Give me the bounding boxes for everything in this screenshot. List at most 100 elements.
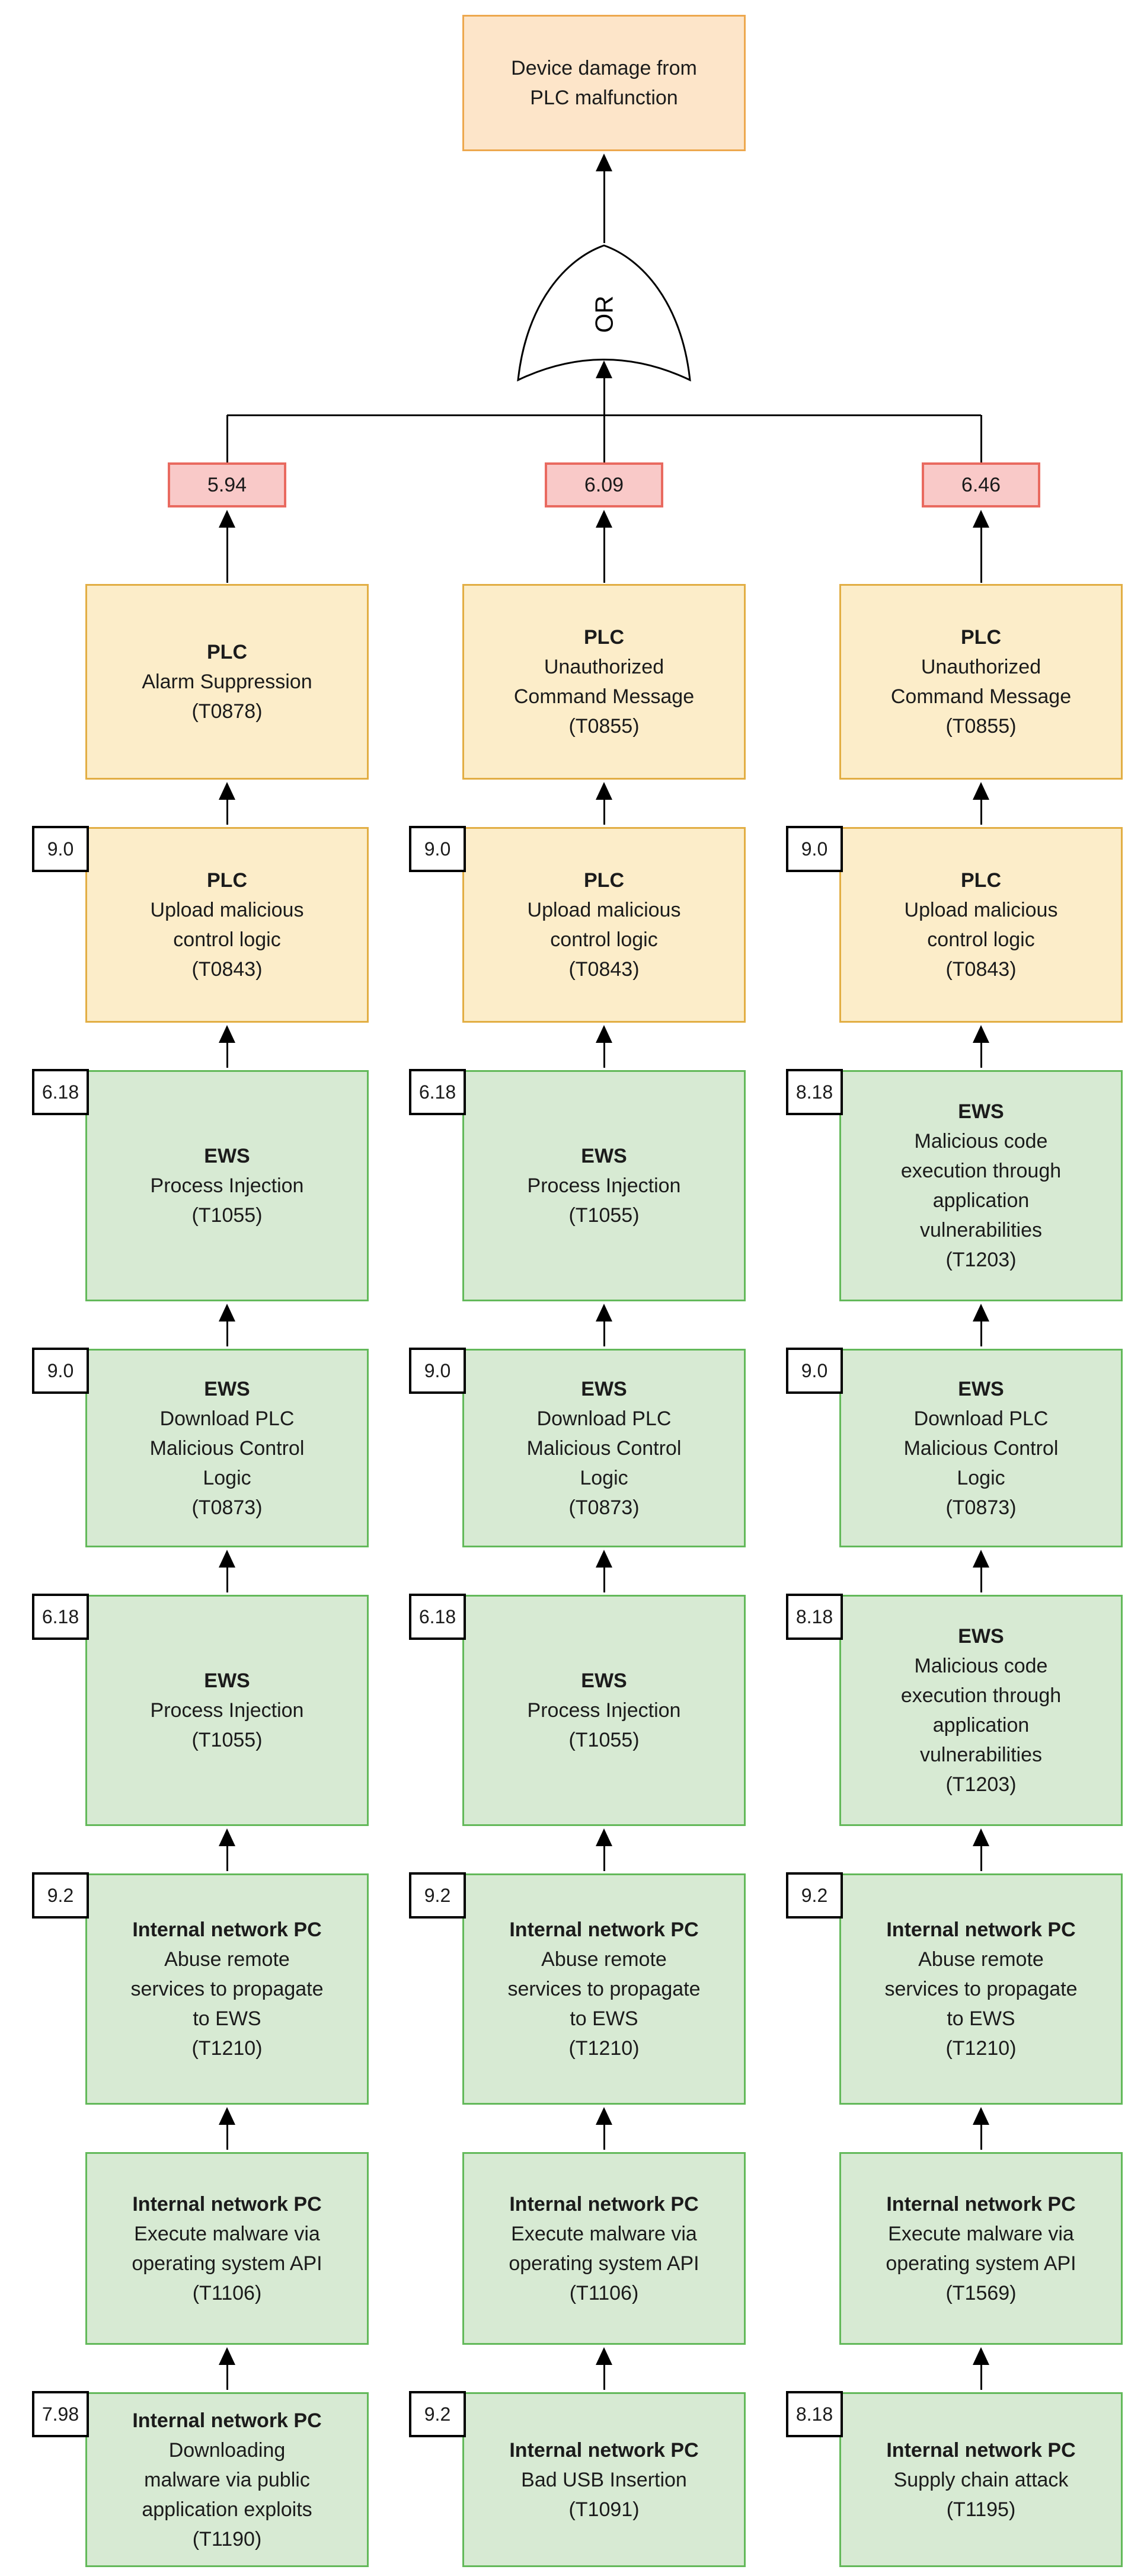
- node-asset-label: PLC: [584, 869, 624, 892]
- node-asset-label: Internal network PC: [886, 2192, 1076, 2216]
- arrow-up: [972, 2107, 990, 2150]
- node-technique-label: Download PLC Malicious Control Logic: [526, 1407, 682, 1489]
- node-technique-label: Abuse remote services to propagate to EW…: [507, 1948, 701, 2030]
- branch-connector-line: [227, 414, 981, 416]
- node-pc-abuse-remote-services: Internal network PC Abuse remote service…: [85, 1873, 369, 2105]
- node-code-label: (T1055): [568, 1729, 640, 1751]
- node-technique-label: Malicious code execution through applica…: [900, 1130, 1062, 1241]
- arrow-shaft: [226, 1568, 228, 1592]
- arrow-shaft: [226, 2365, 228, 2390]
- severity-badge-branch-3: 6.46: [922, 462, 1040, 507]
- arrow-up: [218, 1550, 236, 1592]
- node-technique-label: Unauthorized Command Message: [513, 656, 695, 708]
- arrowhead-icon: [596, 2107, 612, 2125]
- node-technique-label: Execute malware via operating system API: [132, 2222, 322, 2275]
- arrow-gate-to-root: [595, 154, 613, 243]
- arrowhead-icon: [596, 2347, 612, 2365]
- node-asset-label: PLC: [961, 626, 1001, 649]
- arrow-shaft: [980, 1846, 982, 1871]
- arrowhead-icon: [219, 782, 235, 800]
- node-asset-label: EWS: [581, 1145, 627, 1167]
- node-plc-upload-malicious-logic: PLC Upload malicious control logic (T084…: [462, 827, 746, 1023]
- node-technique-label: Bad USB Insertion: [521, 2468, 687, 2491]
- node-code-label: (T1569): [945, 2281, 1017, 2304]
- node-pc-abuse-remote-services: Internal network PC Abuse remote service…: [462, 1873, 746, 2105]
- arrowhead-icon: [596, 510, 612, 528]
- arrowhead-icon: [596, 360, 612, 378]
- node-code-label: (T1106): [569, 2281, 639, 2304]
- score-tag: 9.2: [409, 1872, 466, 1919]
- arrowhead-icon: [973, 1550, 989, 1568]
- node-code-label: (T0878): [191, 700, 263, 723]
- arrowhead-icon: [973, 782, 989, 800]
- node-code-label: (T0873): [568, 1496, 640, 1519]
- score-tag: 6.18: [409, 1069, 466, 1115]
- arrowhead-icon: [219, 2107, 235, 2125]
- arrowhead-icon: [973, 510, 989, 528]
- node-technique-label: Abuse remote services to propagate to EW…: [130, 1948, 324, 2030]
- arrow-shaft: [980, 2365, 982, 2390]
- node-asset-label: EWS: [958, 1625, 1004, 1648]
- score-tag: 9.0: [32, 1348, 89, 1394]
- node-plc-upload-malicious-logic: PLC Upload malicious control logic (T084…: [839, 827, 1123, 1023]
- node-code-label: (T0855): [568, 715, 640, 738]
- arrow-shaft: [603, 2125, 605, 2150]
- node-code-label: (T1106): [192, 2281, 262, 2304]
- node-technique-label: Process Injection: [150, 1699, 304, 1722]
- node-ews-malicious-code-execution: EWS Malicious code execution through app…: [839, 1595, 1123, 1826]
- node-pc-abuse-remote-services: Internal network PC Abuse remote service…: [839, 1873, 1123, 2105]
- arrow-shaft: [226, 1043, 228, 1068]
- node-asset-label: EWS: [958, 1377, 1004, 1400]
- node-technique-label: Process Injection: [527, 1174, 681, 1197]
- arrowhead-icon: [973, 1025, 989, 1043]
- branch-stub-left: [226, 415, 228, 462]
- arrow-into-gate: [595, 360, 613, 462]
- node-asset-label: EWS: [581, 1377, 627, 1400]
- node-technique-label: Download PLC Malicious Control Logic: [903, 1407, 1059, 1489]
- score-tag: 8.18: [786, 1594, 843, 1640]
- node-pc-execute-malware-api: Internal network PC Execute malware via …: [85, 2152, 369, 2345]
- node-plc-unauthorized-command: PLC Unauthorized Command Message (T0855): [462, 584, 746, 780]
- arrow-up: [972, 782, 990, 825]
- node-technique-label: Supply chain attack: [893, 2468, 1069, 2491]
- severity-badge-branch-2: 6.09: [545, 462, 663, 507]
- arrow-up: [972, 1025, 990, 1068]
- arrow-shaft: [980, 528, 982, 583]
- severity-badge-branch-1: 5.94: [168, 462, 286, 507]
- score-tag: 7.98: [32, 2391, 89, 2437]
- node-code-label: (T1195): [946, 2498, 1016, 2521]
- arrow-up: [218, 2347, 236, 2390]
- branch-stub-right: [980, 415, 982, 462]
- arrowhead-icon: [596, 782, 612, 800]
- node-pc-supply-chain-attack: Internal network PC Supply chain attack …: [839, 2392, 1123, 2567]
- node-asset-label: PLC: [961, 869, 1001, 892]
- node-asset-label: EWS: [204, 1670, 250, 1692]
- arrowhead-icon: [973, 2347, 989, 2365]
- node-plc-upload-malicious-logic: PLC Upload malicious control logic (T084…: [85, 827, 369, 1023]
- score-tag: 9.2: [32, 1872, 89, 1919]
- or-gate-label: OR: [590, 296, 618, 333]
- node-pc-downloading-malware: Internal network PC Downloading malware …: [85, 2392, 369, 2567]
- node-ews-download-plc-logic: EWS Download PLC Malicious Control Logic…: [839, 1349, 1123, 1547]
- score-tag: 8.18: [786, 2391, 843, 2437]
- node-pc-execute-malware-api: Internal network PC Execute malware via …: [839, 2152, 1123, 2345]
- node-code-label: (T1190): [192, 2527, 262, 2551]
- arrow-up: [595, 1025, 613, 1068]
- arrow-up: [218, 782, 236, 825]
- node-code-label: (T0855): [945, 715, 1017, 738]
- node-code-label: (T1055): [191, 1729, 263, 1751]
- node-technique-label: Alarm Suppression: [142, 671, 312, 693]
- arrowhead-icon: [973, 1304, 989, 1321]
- arrow-shaft: [226, 800, 228, 825]
- score-tag: 9.2: [786, 1872, 843, 1919]
- node-pc-bad-usb-insertion: Internal network PC Bad USB Insertion (T…: [462, 2392, 746, 2567]
- node-ews-process-injection: EWS Process Injection (T1055): [462, 1595, 746, 1826]
- node-asset-label: Internal network PC: [132, 2192, 322, 2216]
- node-plc-unauthorized-command: PLC Unauthorized Command Message (T0855): [839, 584, 1123, 780]
- node-technique-label: Upload malicious control logic: [904, 899, 1058, 951]
- arrow-shaft: [603, 378, 605, 462]
- root-event-label: Device damage from PLC malfunction: [511, 57, 697, 109]
- arrowhead-icon: [596, 1304, 612, 1321]
- score-tag: 6.18: [32, 1594, 89, 1640]
